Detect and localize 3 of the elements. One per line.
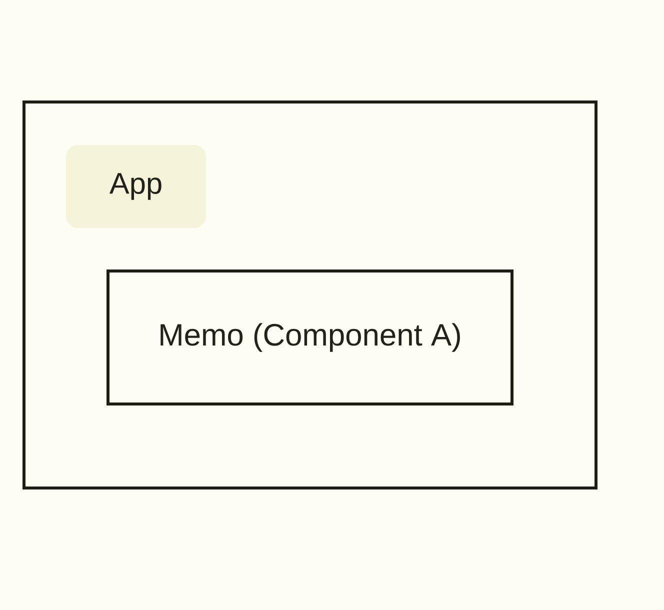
container-box (22, 100, 598, 490)
app-label-box: App (66, 145, 206, 228)
component-box: Memo (Component A) (106, 270, 514, 406)
